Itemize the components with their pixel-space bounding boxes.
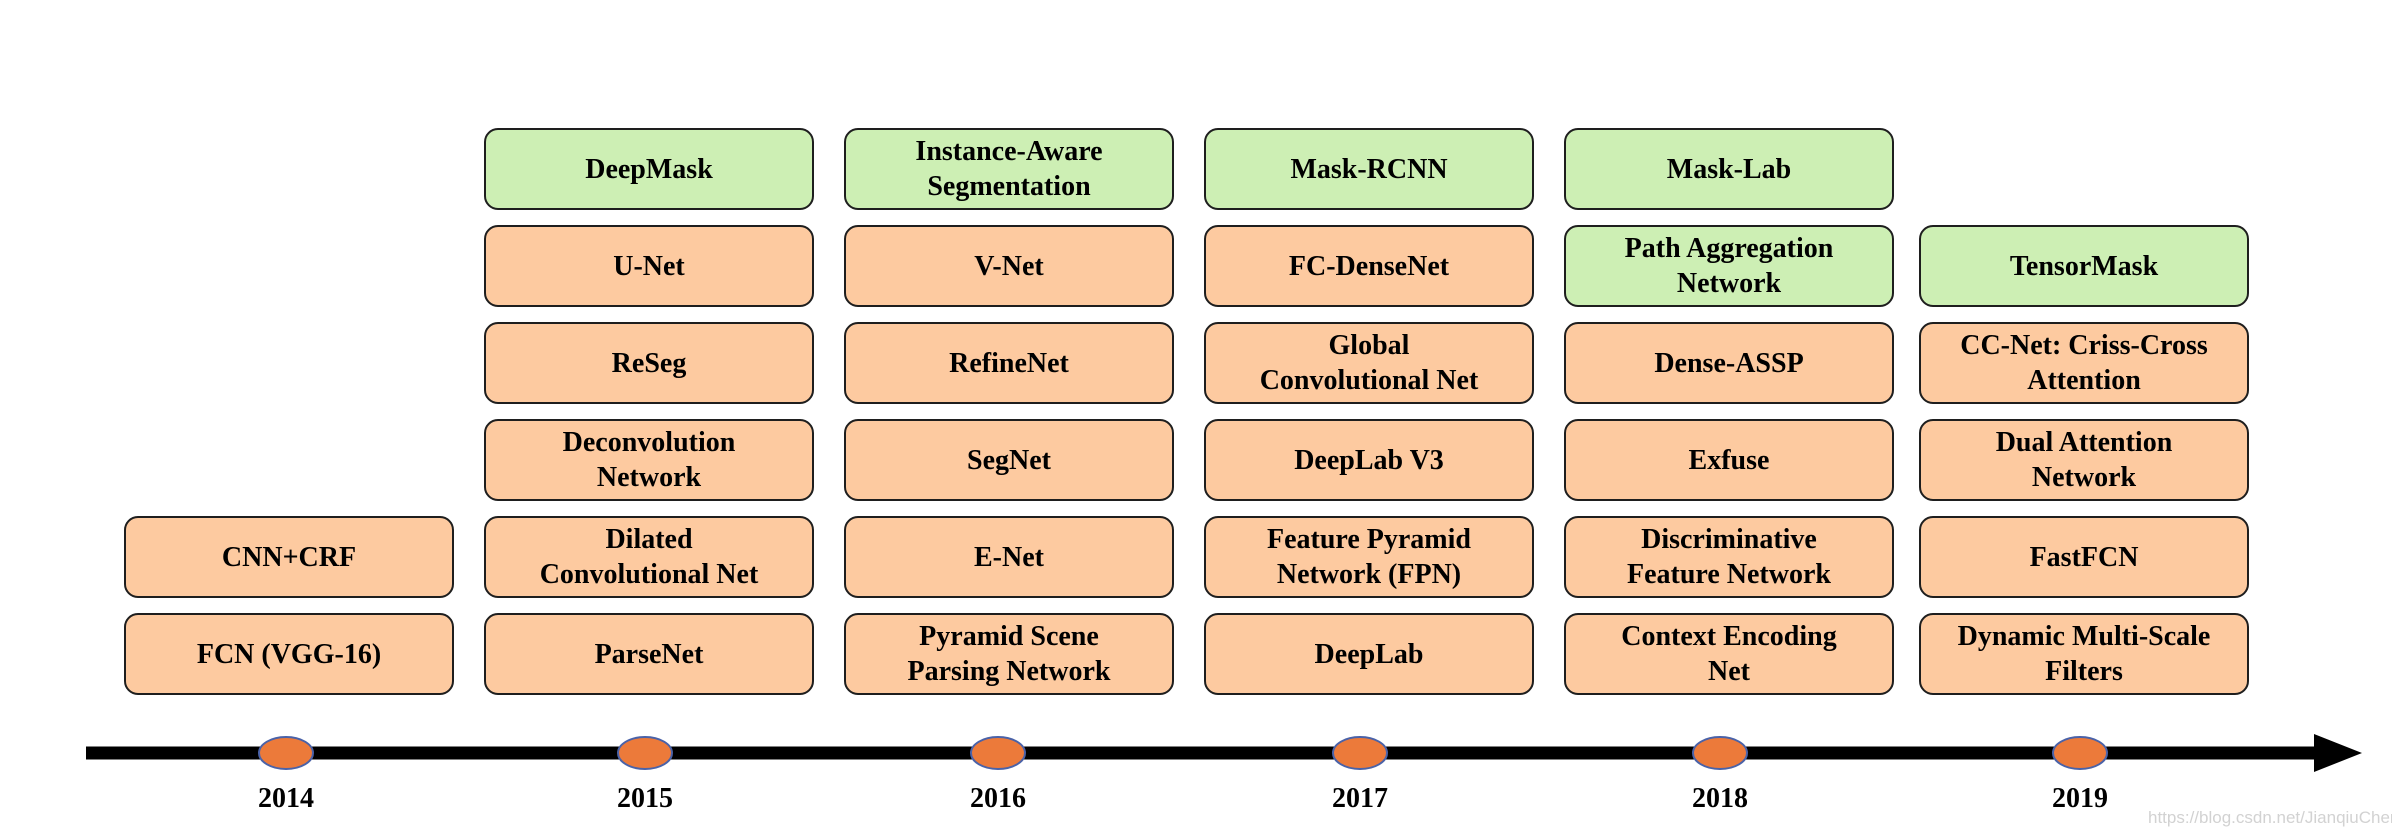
method-box: Exfuse (1564, 419, 1894, 501)
method-box: Dilated Convolutional Net (484, 516, 814, 598)
year-marker (2052, 736, 2108, 770)
method-box: Discriminative Feature Network (1564, 516, 1894, 598)
method-box: E-Net (844, 516, 1174, 598)
axis-arrow-head (2314, 734, 2362, 772)
method-box: SegNet (844, 419, 1174, 501)
year-label: 2015 (617, 783, 673, 814)
method-box: Context Encoding Net (1564, 613, 1894, 695)
method-box: RefineNet (844, 322, 1174, 404)
method-box: Instance-Aware Segmentation (844, 128, 1174, 210)
year-label: 2018 (1692, 783, 1748, 814)
year-marker (1332, 736, 1388, 770)
year-label: 2016 (970, 783, 1026, 814)
method-box: FCN (VGG-16) (124, 613, 454, 695)
method-box: Global Convolutional Net (1204, 322, 1534, 404)
method-box: CC-Net: Criss-Cross Attention (1919, 322, 2249, 404)
method-box: ReSeg (484, 322, 814, 404)
method-box: DeepLab V3 (1204, 419, 1534, 501)
year-label: 2019 (2052, 783, 2108, 814)
method-box: DeepLab (1204, 613, 1534, 695)
method-box: Mask-RCNN (1204, 128, 1534, 210)
method-box: Dynamic Multi-Scale Filters (1919, 613, 2249, 695)
method-box: U-Net (484, 225, 814, 307)
method-box: Path Aggregation Network (1564, 225, 1894, 307)
method-box: Feature Pyramid Network (FPN) (1204, 516, 1534, 598)
year-marker (970, 736, 1026, 770)
method-box: FastFCN (1919, 516, 2249, 598)
year-label: 2014 (258, 783, 314, 814)
method-box: Mask-Lab (1564, 128, 1894, 210)
method-box: ParseNet (484, 613, 814, 695)
year-marker (258, 736, 314, 770)
method-box: TensorMask (1919, 225, 2249, 307)
method-box: Dual Attention Network (1919, 419, 2249, 501)
year-marker (617, 736, 673, 770)
year-label: 2017 (1332, 783, 1388, 814)
method-box: Dense-ASSP (1564, 322, 1894, 404)
year-marker (1692, 736, 1748, 770)
watermark-text: https://blog.csdn.net/JianqiuChen (2148, 808, 2392, 827)
method-box: FC-DenseNet (1204, 225, 1534, 307)
method-box: V-Net (844, 225, 1174, 307)
method-box: DeepMask (484, 128, 814, 210)
method-box: CNN+CRF (124, 516, 454, 598)
method-box: Pyramid Scene Parsing Network (844, 613, 1174, 695)
method-box: Deconvolution Network (484, 419, 814, 501)
